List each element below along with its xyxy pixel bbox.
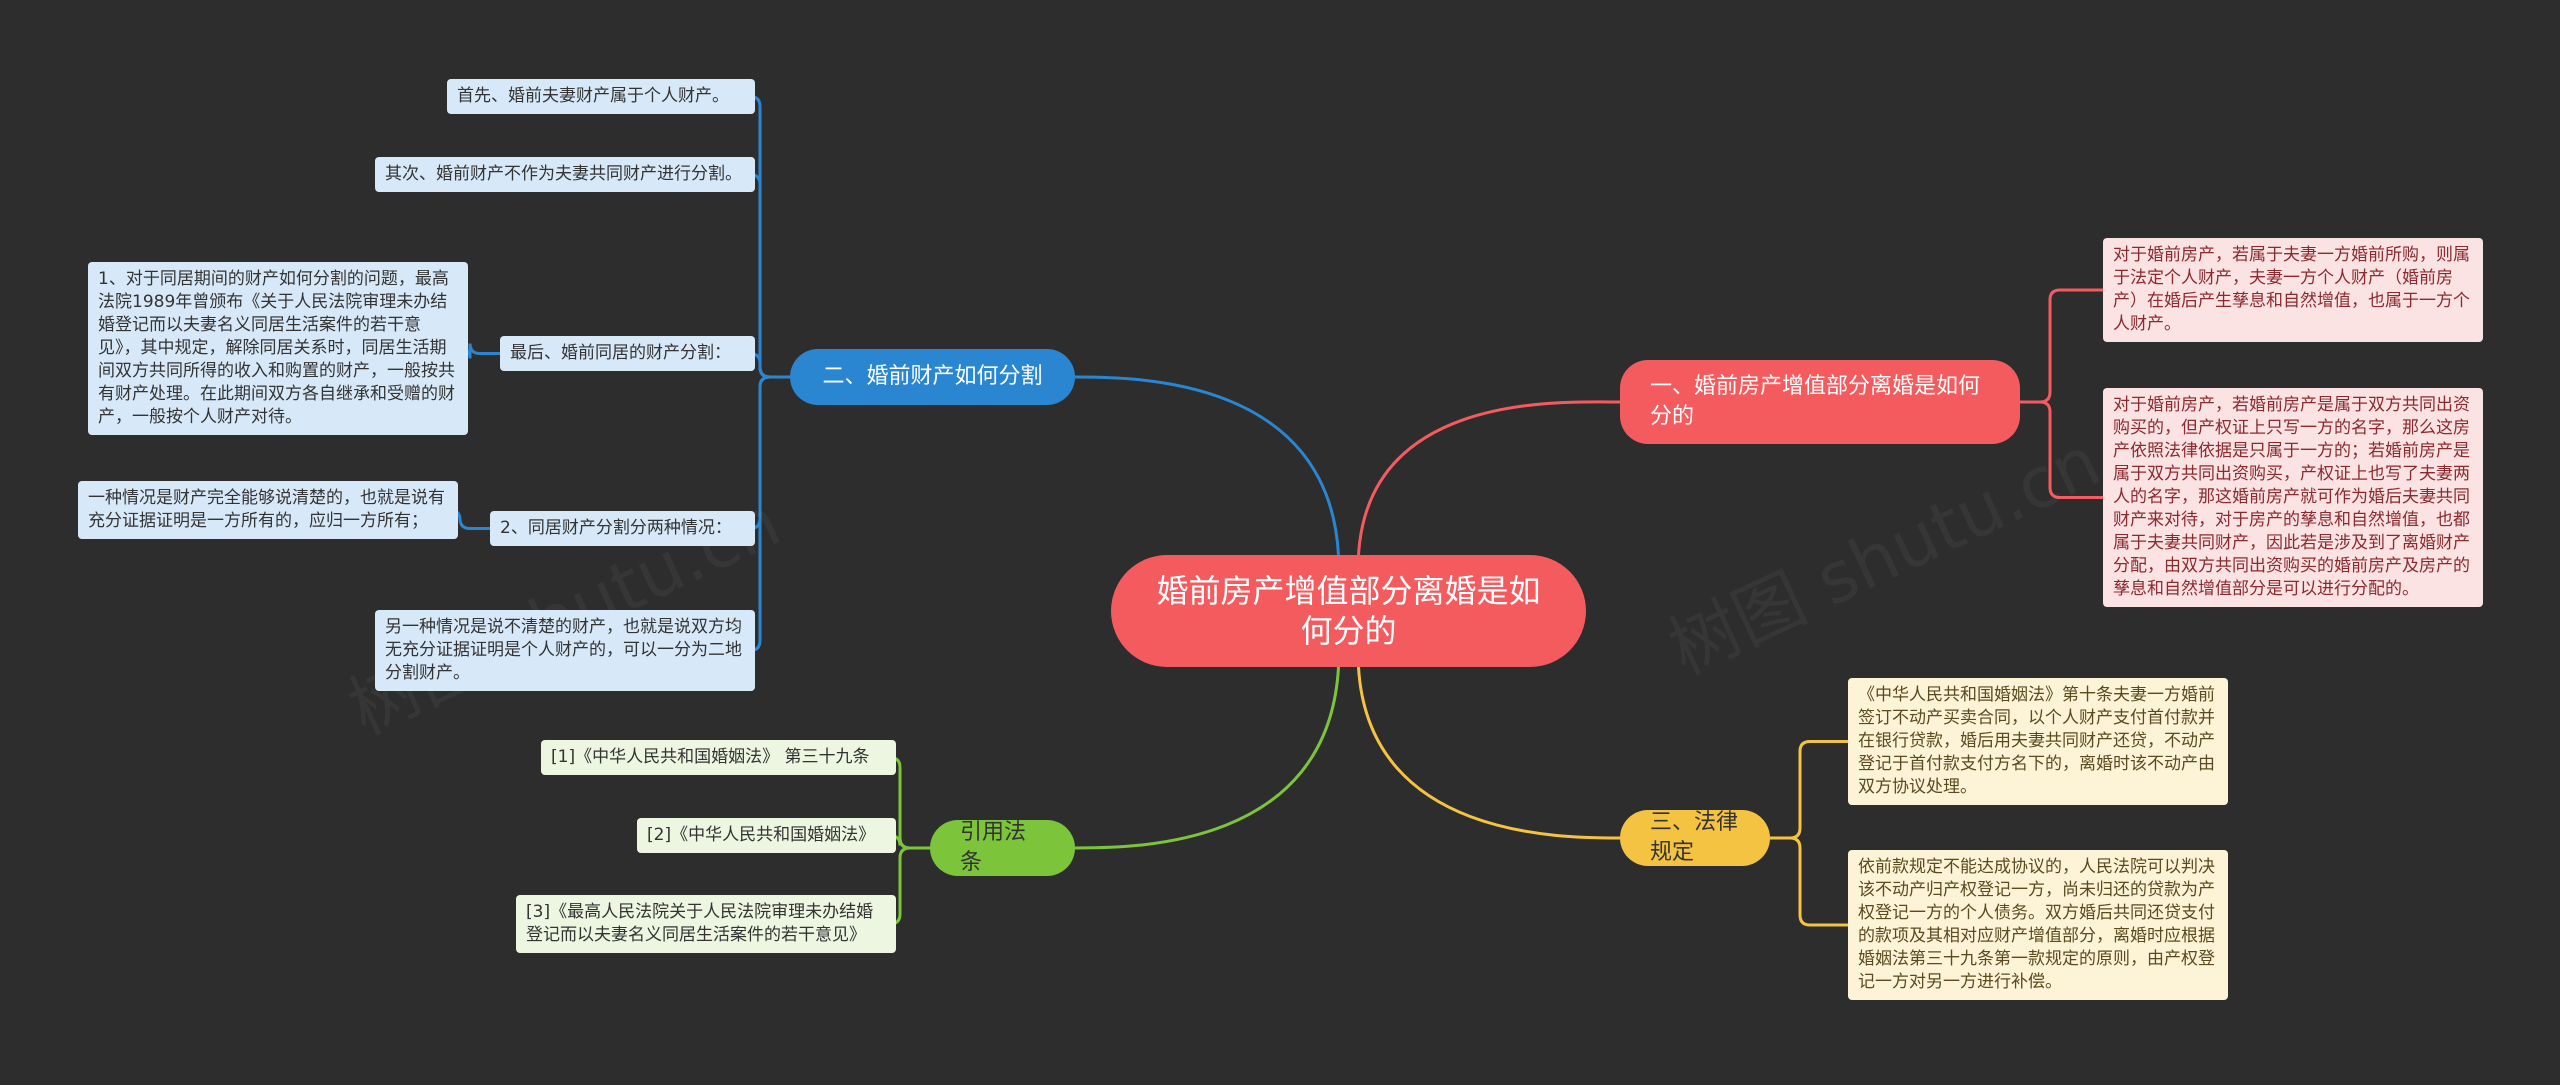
leaf-finally[interactable]: 最后、婚前同居的财产分割： xyxy=(500,336,755,371)
root-topic[interactable]: 婚前房产增值部分离婚是如何分的 xyxy=(1111,555,1586,667)
connector-blue-leaf-1 xyxy=(749,173,790,379)
branch-premarital-division[interactable]: 二、婚前财产如何分割 xyxy=(790,349,1075,405)
leaf-citation-1[interactable]: [1]《中华人民共和国婚姻法》 第三十九条 xyxy=(541,740,896,775)
branch-cited-laws-label: 引用法条 xyxy=(960,820,1027,875)
connector-blue-leaf-0 xyxy=(749,95,790,379)
connector-green-leaf-2 xyxy=(889,846,930,926)
connector-root-blue xyxy=(1074,375,1340,556)
leaf-second[interactable]: 其次、婚前财产不作为夫妻共同财产进行分割。 xyxy=(375,157,755,192)
connector-yellow-leaf-1 xyxy=(1770,836,1848,927)
leaf-personal-purchase[interactable]: 对于婚前房产，若属于夫妻一方婚前所购，则属于法定个人财产，夫妻一方个人财产（婚前… xyxy=(2103,238,2483,342)
leaf-case-clear[interactable]: 一种情况是财产完全能够说清楚的，也就是说有充分证据证明是一方所有的，应归一方所有… xyxy=(78,481,458,539)
connector-root-green xyxy=(1074,666,1340,850)
root-topic-label: 婚前房产增值部分离婚是如何分的 xyxy=(1156,572,1541,650)
leaf-cohabit-rule[interactable]: 1、对于同居期间的财产如何分割的问题，最高法院1989年曾颁布《关于人民法院审理… xyxy=(88,262,468,435)
connector-blue-leaf-4 xyxy=(749,375,790,652)
leaf-case-unclear[interactable]: 另一种情况是说不清楚的财产，也就是说双方均无充分证据证明是个人财产的，可以一分为… xyxy=(375,610,755,691)
branch-premarital-division-label: 二、婚前财产如何分割 xyxy=(822,364,1043,389)
connector-root-red xyxy=(1357,400,1621,556)
branch-increment-division[interactable]: 一、婚前房产增值部分离婚是如何分的 xyxy=(1620,360,2020,444)
connector-yellow-leaf-0 xyxy=(1770,740,1848,840)
leaf-no-agreement[interactable]: 依前款规定不能达成协议的，人民法院可以判决该不动产归产权登记一方，尚未归还的贷款… xyxy=(1848,850,2228,1000)
connector-red-leaf-1 xyxy=(2020,400,2103,499)
connector-green-leaf-1 xyxy=(889,834,930,850)
connector-red-leaf-0 xyxy=(2020,288,2103,404)
leaf-two-cases[interactable]: 2、同居财产分割分两种情况： xyxy=(490,511,755,546)
connector-root-yellow xyxy=(1357,666,1621,840)
branch-legal-rules[interactable]: 三、法律规定 xyxy=(1620,810,1770,866)
branch-legal-rules-label: 三、法律规定 xyxy=(1650,810,1739,865)
leaf-joint-purchase[interactable]: 对于婚前房产，若婚前房产是属于双方共同出资购买的，但产权证上只写一方的名字，那么… xyxy=(2103,388,2483,607)
branch-cited-laws[interactable]: 引用法条 xyxy=(930,820,1075,876)
leaf-article-ten[interactable]: 《中华人民共和国婚姻法》第十条夫妻一方婚前签订不动产买卖合同，以个人财产支付首付… xyxy=(1848,678,2228,805)
leaf-citation-3[interactable]: [3]《最高人民法院关于人民法院审理未办结婚登记而以夫妻名义同居生活案件的若干意… xyxy=(516,895,896,953)
connector-blue-leaf-2 xyxy=(749,352,790,379)
connector-blue-leaf-3 xyxy=(749,375,790,530)
leaf-citation-2[interactable]: [2]《中华人民共和国婚姻法》 xyxy=(637,818,896,853)
leaf-first[interactable]: 首先、婚前夫妻财产属于个人财产。 xyxy=(447,79,755,114)
branch-increment-division-label: 一、婚前房产增值部分离婚是如何分的 xyxy=(1650,374,1981,429)
